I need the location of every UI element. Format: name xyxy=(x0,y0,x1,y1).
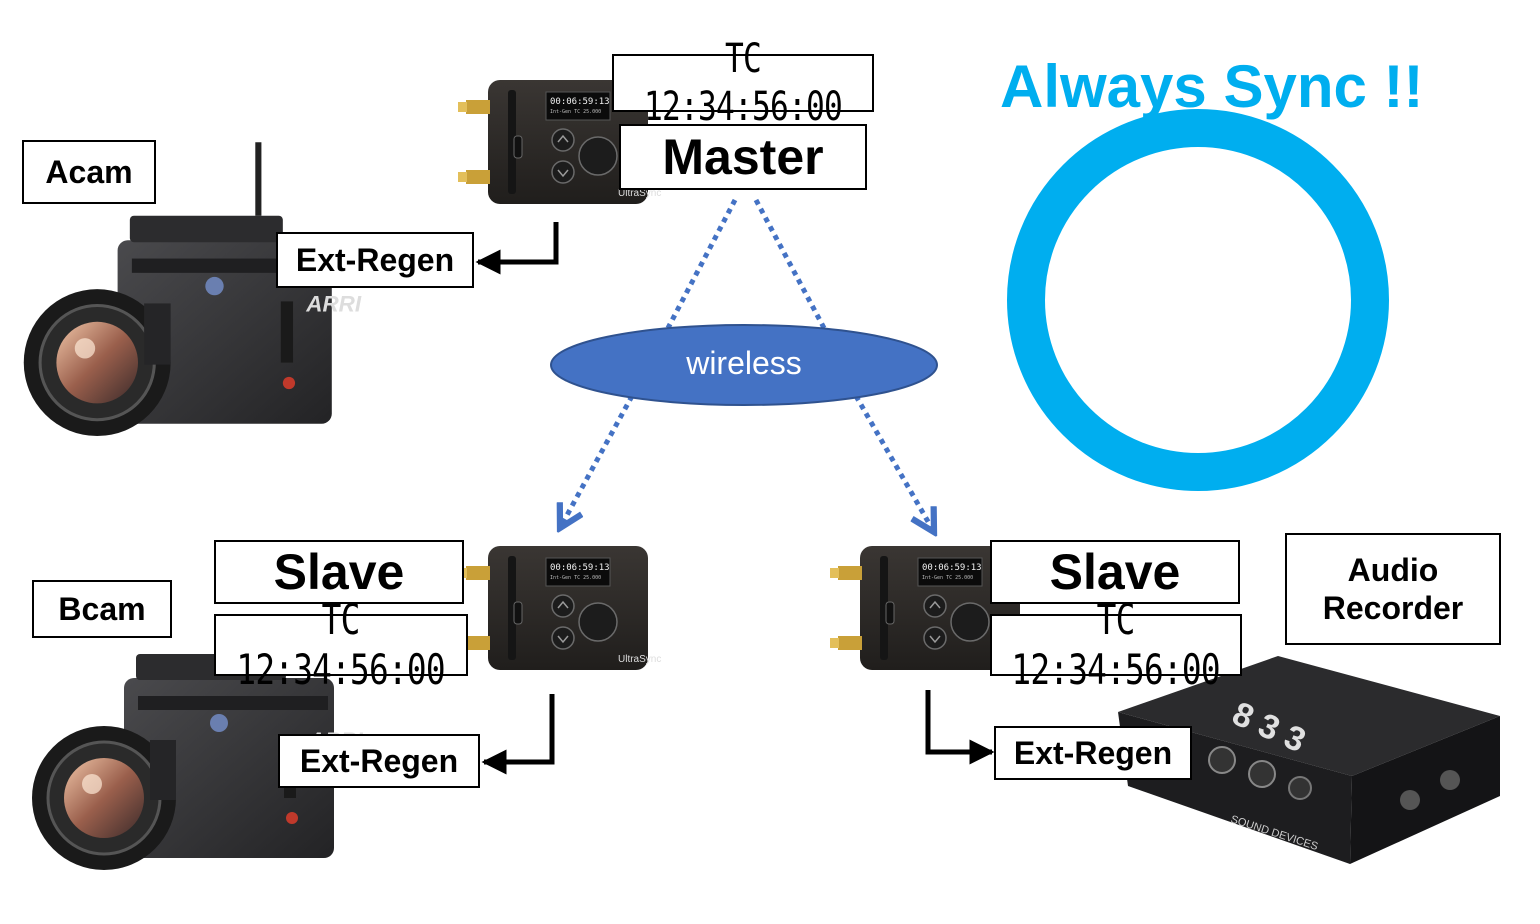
master-ultrasync-device: 00:06:59:13 Int-Gen TC 25.000 UltraSync xyxy=(457,79,661,205)
audio-recorder-label-line2: Recorder xyxy=(1322,590,1464,626)
wireless-link-master-left xyxy=(665,198,738,330)
slave-right-role-label: Slave xyxy=(990,540,1240,604)
audio-recorder-label: Audio Recorder xyxy=(1285,533,1501,645)
svg-text:Int-Gen TC 25.000: Int-Gen TC 25.000 xyxy=(922,575,973,581)
slave-left-ext-regen-label: Ext-Regen xyxy=(278,734,480,788)
master-ext-regen-label: Ext-Regen xyxy=(276,232,474,288)
svg-text:00:06:59:13: 00:06:59:13 xyxy=(550,563,610,573)
master-to-acam-arrow xyxy=(475,222,559,275)
slave-right-timecode-label: TC 12:34:56:00 xyxy=(990,595,1242,694)
wireless-ellipse xyxy=(550,324,938,406)
sync-ring xyxy=(1007,109,1389,491)
svg-text:UltraSync: UltraSync xyxy=(618,654,661,665)
slave-right-to-recorder-arrow xyxy=(925,690,995,765)
svg-text:00:06:59:13: 00:06:59:13 xyxy=(922,563,982,573)
master-timecode-label: TC 12:34:56:00 xyxy=(612,36,874,130)
slave-left-timecode-label: TC 12:34:56:00 xyxy=(214,595,468,694)
slave-left-ultrasync-device: 00:06:59:13 Int-Gen TC 25.000 UltraSync xyxy=(457,545,661,671)
slave-left-to-bcam-arrow xyxy=(481,694,555,775)
audio-recorder-image: 8 3 3 SOUND DEVICES xyxy=(1118,656,1500,864)
wireless-link-to-slave-left xyxy=(560,394,635,528)
wireless-label: wireless xyxy=(686,345,802,381)
svg-text:Int-Gen TC 25.000: Int-Gen TC 25.000 xyxy=(550,575,601,581)
camera-a-image: ARRI xyxy=(22,142,362,438)
svg-text:Int-Gen TC 25.000: Int-Gen TC 25.000 xyxy=(550,109,601,115)
wireless-link-master-right xyxy=(753,198,827,330)
slave-right-ext-regen-label: Ext-Regen xyxy=(994,726,1192,780)
acam-label: Acam xyxy=(22,140,156,204)
svg-text:00:06:59:13: 00:06:59:13 xyxy=(550,97,610,107)
svg-text:UltraSync: UltraSync xyxy=(618,188,661,199)
camera-a-brand: ARRI xyxy=(305,292,362,317)
audio-recorder-label-line1: Audio xyxy=(1347,551,1439,588)
bcam-label: Bcam xyxy=(32,580,172,638)
wireless-link-to-slave-right xyxy=(853,394,934,532)
slave-right-ultrasync-device: 00:06:59:13 Int-Gen TC 25.000 xyxy=(829,545,1021,671)
slave-left-role-label: Slave xyxy=(214,540,464,604)
always-sync-title: Always Sync !! xyxy=(1000,53,1424,120)
master-role-label: Master xyxy=(619,124,867,190)
